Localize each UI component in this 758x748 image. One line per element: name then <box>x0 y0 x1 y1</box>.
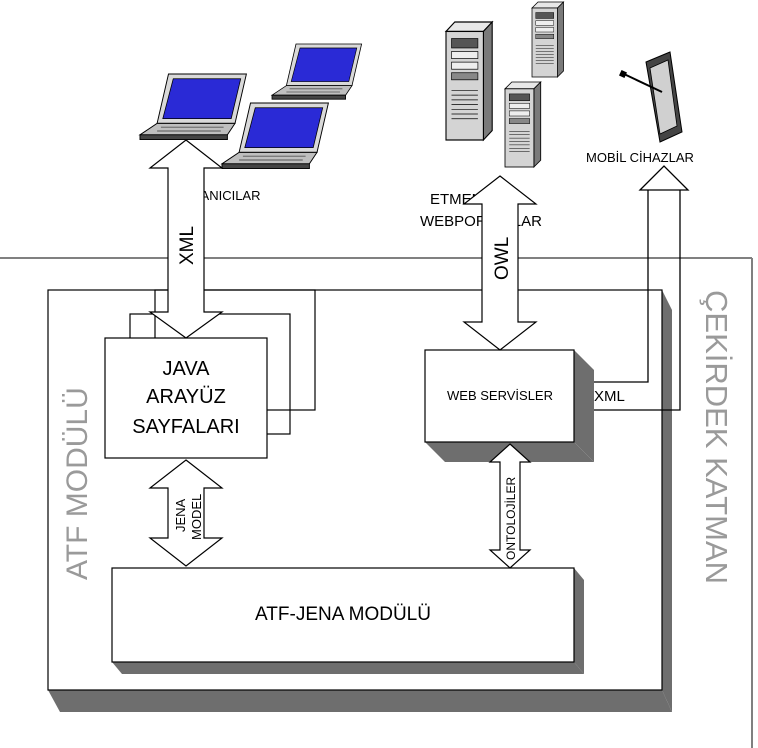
laptop-icon <box>139 73 247 141</box>
mobile-device-icon <box>619 51 683 143</box>
jena-label: JENA <box>173 498 188 532</box>
xml-mobile-label: XML <box>594 388 625 405</box>
mobile-xml-connector <box>594 165 690 411</box>
server-icon <box>504 81 542 168</box>
java-ui-line3: SAYFALARI <box>132 416 239 438</box>
java-ui-line2: ARAYÜZ <box>146 386 226 408</box>
owl-agents-arrow <box>462 175 538 351</box>
atf-module-side <box>662 290 672 712</box>
atf-jena-bottom <box>112 662 584 674</box>
ontologies-label: ONTOLOJİLER <box>504 477 518 560</box>
mobile-devices-label: MOBİL CİHAZLAR <box>586 150 694 165</box>
laptop-icon <box>221 102 329 170</box>
atf-module-label: ATF MODÜLÜ <box>61 387 94 580</box>
atf-jena-label: ATF-JENA MODÜLÜ <box>255 604 431 625</box>
web-services-box <box>424 349 575 443</box>
ontologies-arrow <box>488 443 532 569</box>
atf-module-shadow <box>48 690 672 712</box>
xml-users-label: XML <box>177 226 198 265</box>
web-services-label: WEB SERVİSLER <box>447 388 553 403</box>
model-label: MODEL <box>189 494 204 540</box>
laptop-icon <box>271 43 363 100</box>
atf-jena-box <box>111 567 575 663</box>
java-ui-line1: JAVA <box>162 358 210 380</box>
owl-agents-label: OWL <box>492 237 513 280</box>
jena-model-arrow <box>148 459 224 567</box>
server-icon <box>531 1 564 78</box>
atf-jena-side <box>574 568 584 674</box>
server-icon <box>445 21 493 141</box>
xml-users-arrow <box>148 139 224 339</box>
agents-label-line2: WEBPORTALLAR <box>420 213 542 230</box>
web-services-side <box>574 350 594 462</box>
core-layer-label: ÇEKİRDEK KATMAN <box>699 290 734 584</box>
